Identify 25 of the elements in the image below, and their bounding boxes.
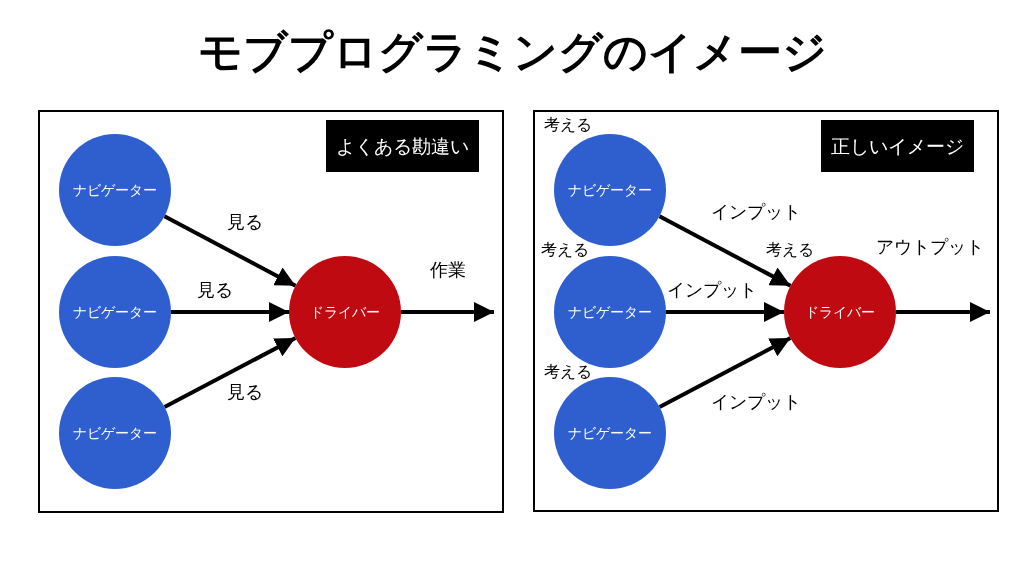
arrow [896,302,990,322]
node-label: ナビゲーター [73,423,157,443]
node-label: ドライバー [805,302,875,322]
node-caption: 考える [544,115,592,135]
title: モブプログラミングのイメージ [196,25,828,79]
arrow [666,302,784,322]
node-label: ナビゲーター [73,180,157,200]
node-label: ドライバー [310,302,380,322]
node-caption: 考える [544,362,592,382]
node-label: ナビゲーター [73,302,157,322]
node-caption: 考える [766,240,814,260]
arrow [658,336,792,409]
arrow [171,302,289,322]
heading-tag: 正しいイメージ [821,120,974,172]
node-caption: 考える [541,240,589,260]
node-label: ナビゲーター [568,423,652,443]
panel-frame [38,110,504,513]
arrow [401,302,494,322]
node-label: ナビゲーター [568,180,652,200]
node-label: ナビゲーター [568,302,652,322]
arrow [658,214,792,288]
edge-label: 作業 [428,259,468,281]
arrow [163,336,297,409]
arrow [163,214,297,288]
heading-tag: よくある勘違い [326,120,479,172]
